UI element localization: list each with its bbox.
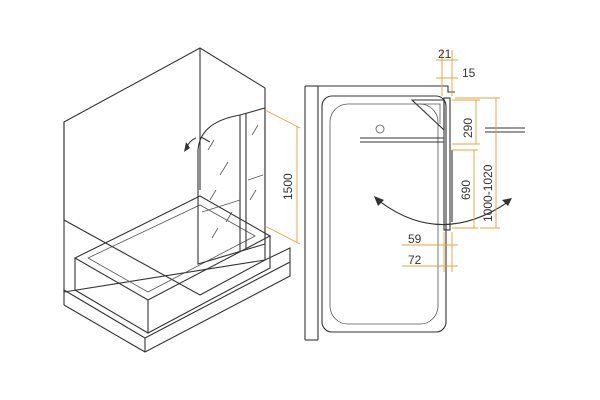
back-wall [63,47,266,296]
hinge-bracket [410,99,445,132]
dim-21-label: 21 [438,47,452,61]
bathtub-top [73,195,272,301]
isometric-view: 1500 [63,47,301,353]
dim-total-label: 1000-1020 [481,164,495,222]
dim-290-label: 290 [461,118,475,138]
swing-arrowhead-left [184,142,190,152]
dim-1500-ext-bottom [264,225,301,245]
dim-72-label: 72 [408,253,422,267]
dim-1500-ext-top [264,109,301,129]
dim-59-label: 59 [408,232,422,246]
screen-panel-plan [443,97,451,231]
glass-pattern [207,124,259,239]
bathtub-front [147,236,271,334]
drain-icon [375,124,385,134]
swing-arrowhead-right [502,198,512,206]
hinge-bracket-inner [418,103,441,124]
swing-arc [377,199,509,225]
bathtub-side [74,258,149,334]
wall-top [318,85,455,93]
dim-15-label: 15 [462,66,476,80]
tub-outer [321,95,447,333]
swing-arrow-right [200,136,211,143]
swing-arrowhead-left [374,196,384,206]
glass-panel [197,107,266,265]
towel-bar [201,199,241,213]
tub-inner [329,103,439,325]
base-bottom [63,262,291,353]
towel-bar-2 [247,174,264,181]
dim-690-label: 690 [459,180,473,200]
plan-view: 21 15 290 690 1000-1020 59 72 [304,47,525,341]
dim-1500-label: 1500 [281,173,295,200]
bathtub-inner [87,204,256,293]
